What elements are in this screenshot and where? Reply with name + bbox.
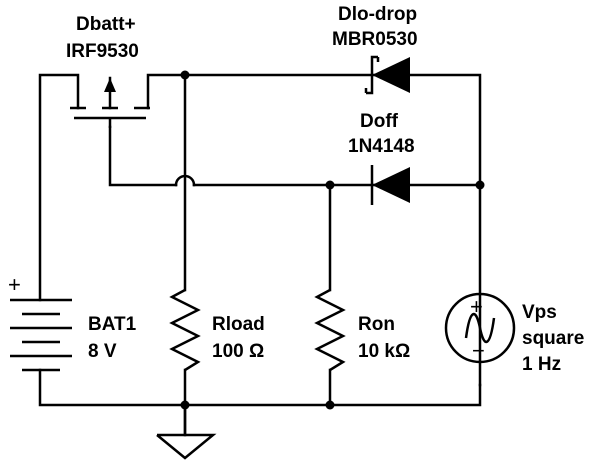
diode-off-part-label: 1N4148 xyxy=(348,136,415,157)
mosfet-name-label: Dbatt+ xyxy=(76,14,136,35)
source-plus-sign: + xyxy=(470,294,483,319)
mosfet-symbol xyxy=(70,76,150,128)
junctions xyxy=(180,70,485,410)
rload-name-label: Rload xyxy=(212,314,265,335)
ron-value-label: 10 kΩ xyxy=(358,341,410,362)
source-freq-label: 1 Hz xyxy=(522,354,561,375)
wire-top-left xyxy=(38,73,80,302)
mosfet-part-label: IRF9530 xyxy=(66,41,139,62)
battery-plus-sign: + xyxy=(8,272,21,297)
voltage-source-symbol: + − xyxy=(444,292,516,364)
source-type-label: square xyxy=(522,328,584,349)
ron-name-label: Ron xyxy=(358,314,395,335)
mosfet-arrow-icon xyxy=(104,78,116,92)
wires xyxy=(38,73,482,435)
battery-name-label: BAT1 xyxy=(88,314,137,335)
rload-value-label: 100 Ω xyxy=(212,341,264,362)
diode-lo-part-label: MBR0530 xyxy=(332,29,418,50)
source-name-label: Vps xyxy=(522,302,557,323)
diode-schottky-symbol xyxy=(364,55,410,95)
junction-dot xyxy=(475,180,485,190)
ground-icon xyxy=(156,403,217,460)
source-minus-sign: − xyxy=(472,338,485,363)
wire-bottom-rail xyxy=(38,368,482,407)
resistor-rload-symbol xyxy=(169,288,201,372)
resistor-ron-symbol xyxy=(314,288,346,372)
diode-lo-name-label: Dlo-drop xyxy=(338,4,417,25)
diode-symbol xyxy=(370,165,410,205)
wire-top-mosfet-source xyxy=(146,73,482,387)
battery-value-label: 8 V xyxy=(88,341,117,362)
battery-symbol: + xyxy=(8,272,72,372)
wire-gate xyxy=(108,125,178,187)
junction-dot xyxy=(325,180,335,190)
junction-dot xyxy=(325,400,335,410)
diode-off-name-label: Doff xyxy=(360,111,399,132)
junction-dot xyxy=(180,70,190,80)
